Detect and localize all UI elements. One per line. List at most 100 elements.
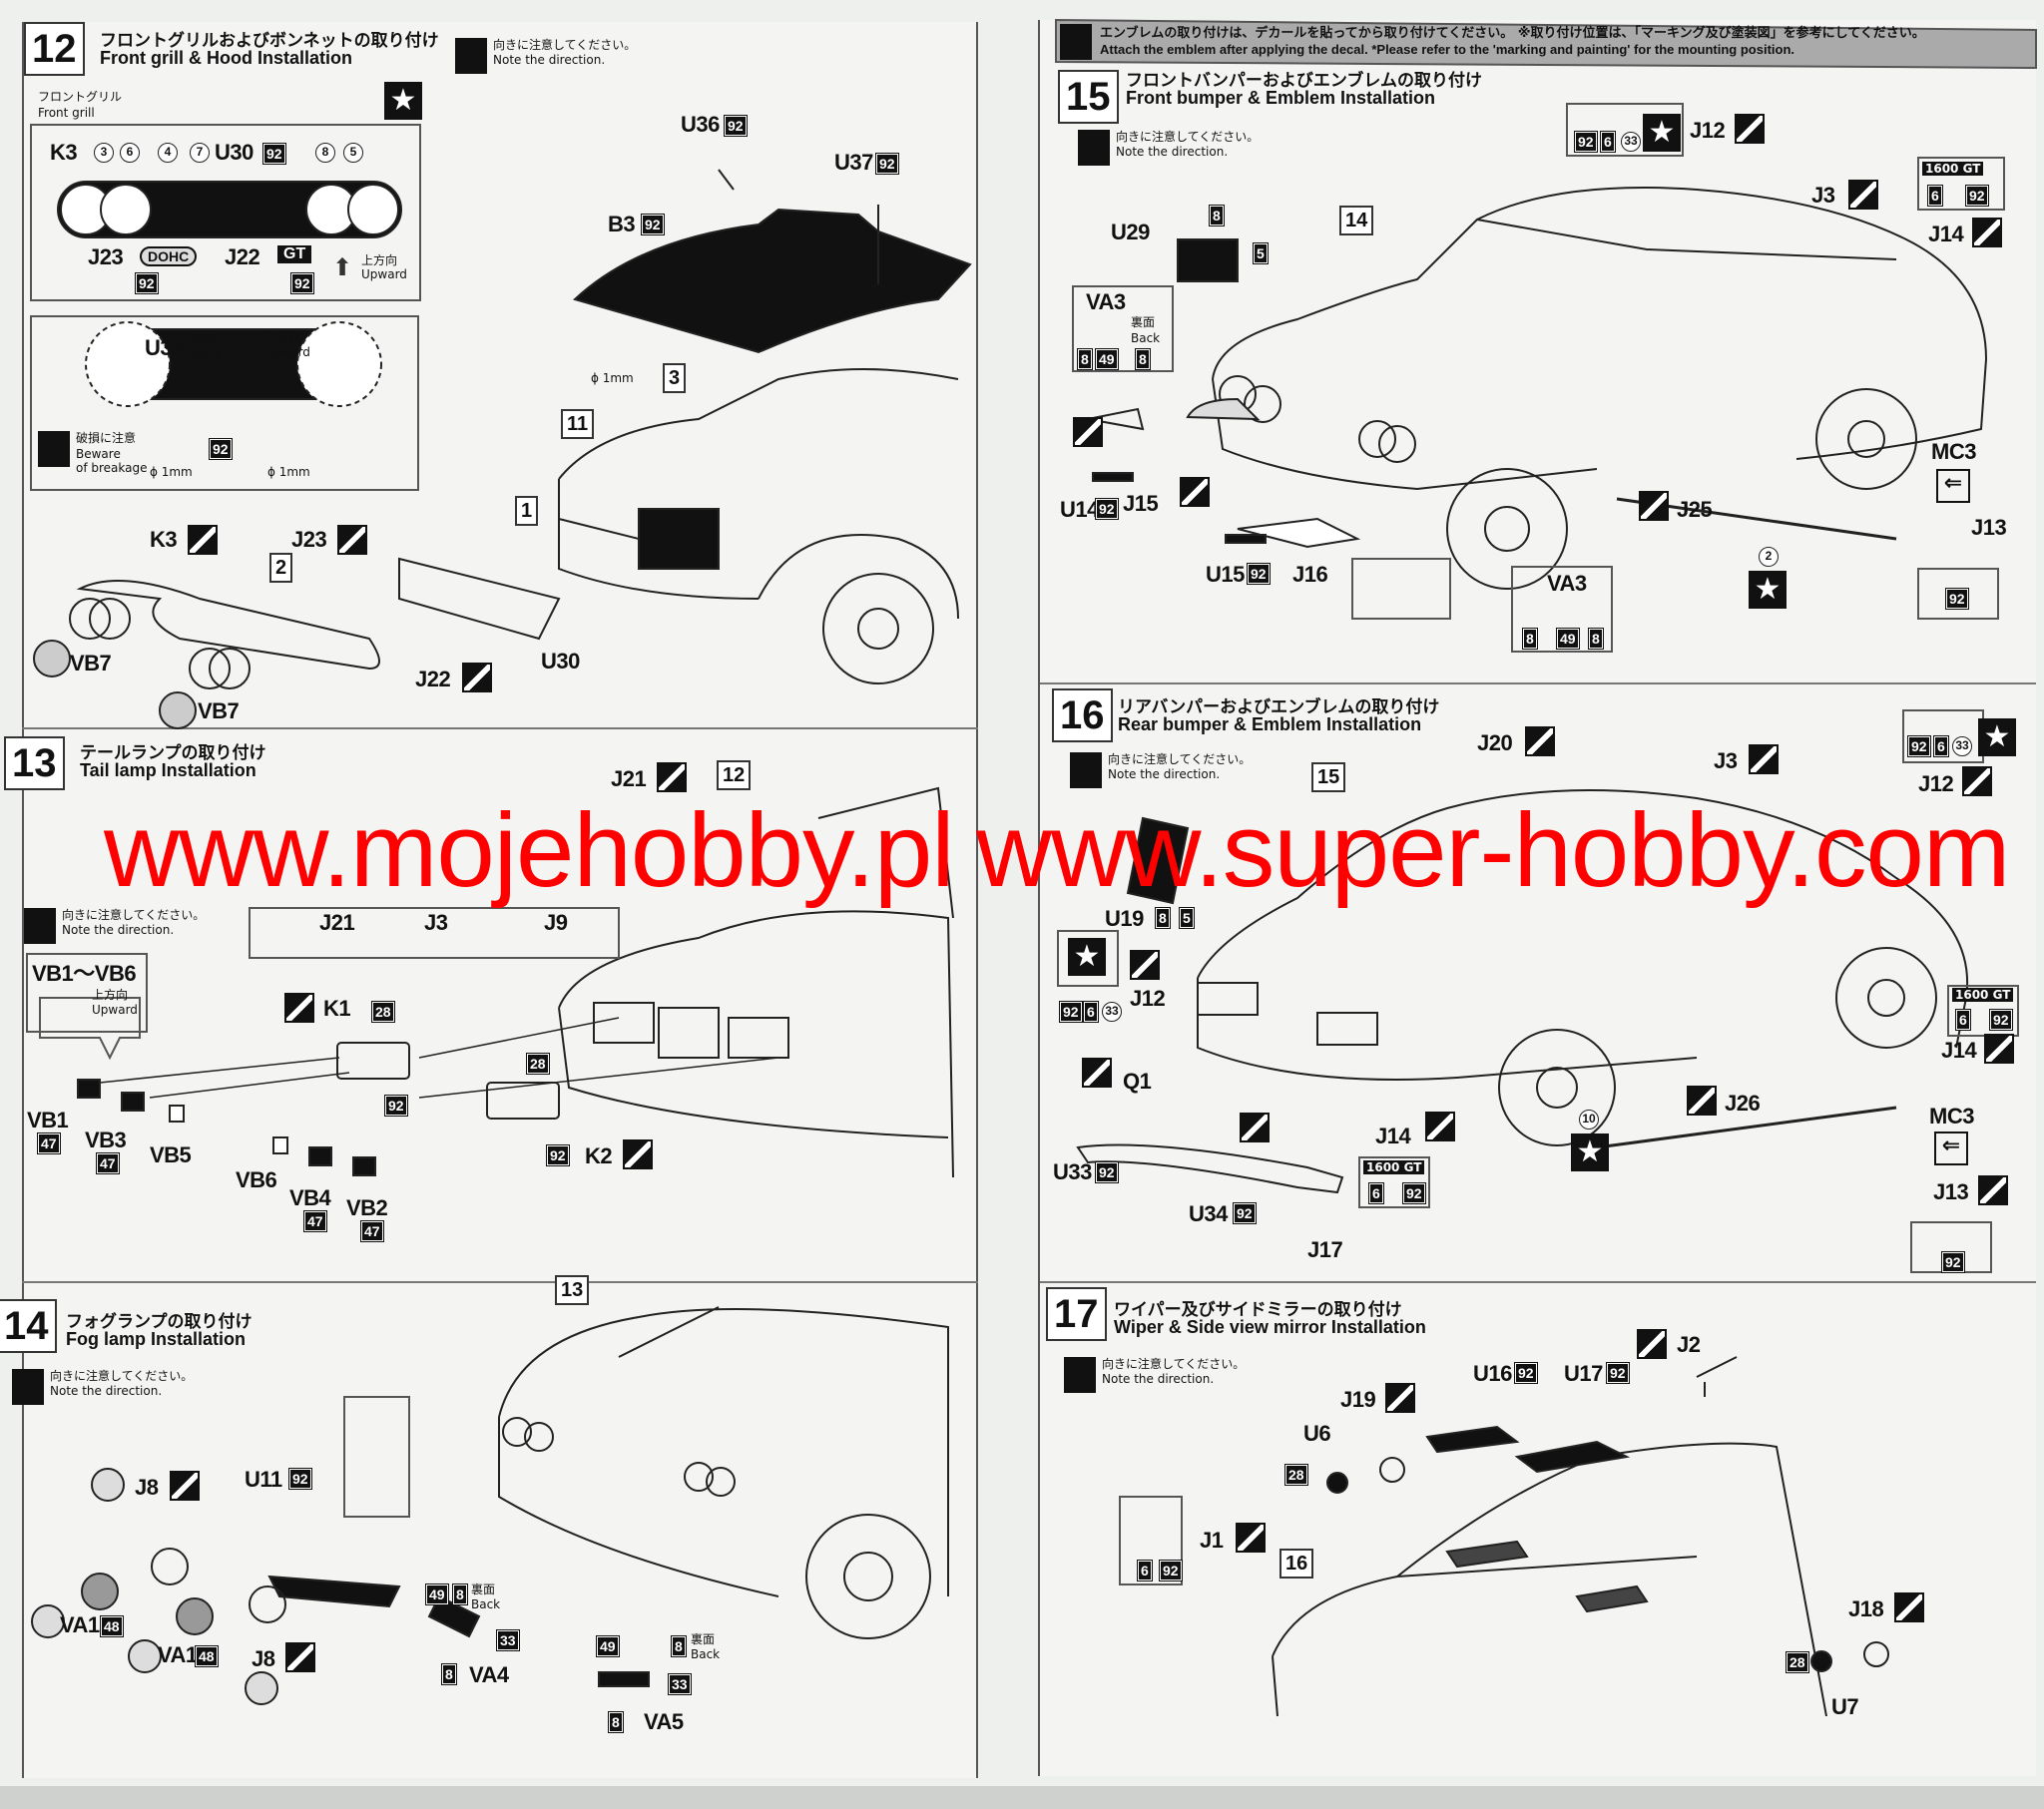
part-label: VA1 bbox=[158, 1642, 198, 1667]
part-label: U6 bbox=[1303, 1421, 1331, 1446]
paint-number: 92 bbox=[1159, 1560, 1183, 1582]
part-label: J3 bbox=[424, 910, 448, 935]
part-label: J22 bbox=[415, 667, 451, 691]
part-label: VB5 bbox=[150, 1142, 192, 1167]
beware-en: Beware bbox=[76, 447, 121, 461]
paint-number: 8 bbox=[452, 1583, 468, 1605]
part-label: U19 bbox=[1105, 906, 1144, 931]
upward-en: Upward bbox=[92, 1003, 138, 1017]
grill-caption-ja: フロントグリル bbox=[38, 90, 123, 104]
note-en: Note the direction. bbox=[1102, 1372, 1215, 1386]
part-label: U11 bbox=[245, 1467, 282, 1492]
drill-size: ϕ 1mm bbox=[591, 371, 634, 385]
part-label: J2 bbox=[1677, 1332, 1701, 1357]
note-en: Note the direction. bbox=[50, 1384, 163, 1398]
paint-number: 49 bbox=[425, 1583, 449, 1605]
cement-icon bbox=[1240, 1113, 1270, 1142]
paint-number: 92 bbox=[1402, 1182, 1426, 1204]
upward-ja: 上方向 bbox=[92, 988, 129, 1002]
part-label: J15 bbox=[1123, 491, 1159, 516]
paint-number: 92 bbox=[135, 272, 159, 294]
part-label: J14 bbox=[1941, 1038, 1977, 1063]
vb-orientation-box bbox=[26, 953, 148, 1033]
decal-number: 33 bbox=[1102, 1002, 1122, 1022]
part-label: U34 bbox=[1189, 1201, 1228, 1226]
star-icon: ★ bbox=[384, 82, 422, 120]
note-en: Note the direction. bbox=[62, 923, 175, 937]
paint-number: 92 bbox=[1941, 1251, 1965, 1273]
paint-number: 28 bbox=[1284, 1464, 1308, 1486]
cement-icon bbox=[1639, 491, 1669, 521]
dohc-emblem: DOHC bbox=[140, 246, 198, 266]
back-en: Back bbox=[193, 349, 223, 363]
paint-number: 8 bbox=[608, 1711, 624, 1733]
paint-number: 28 bbox=[371, 1001, 395, 1023]
part-label: VB6 bbox=[236, 1167, 277, 1192]
step-14-number: 14 bbox=[0, 1299, 57, 1353]
caution-icon bbox=[1060, 24, 1092, 60]
step-15-title-ja: フロントバンパーおよびエンブレムの取り付け bbox=[1126, 71, 1482, 91]
paint-number: 8 bbox=[1209, 205, 1225, 226]
part-label: U37 bbox=[834, 150, 873, 175]
caution-icon bbox=[24, 908, 56, 944]
part-label: B3 bbox=[608, 212, 636, 236]
watermark-superhobby: www.super-hobby.com bbox=[976, 792, 2010, 909]
paint-number: 49 bbox=[596, 1635, 620, 1657]
step-14-title-ja: フォグランプの取り付け bbox=[66, 1312, 253, 1332]
paint-number: 92 bbox=[1059, 1001, 1083, 1023]
decal-number: 7 bbox=[190, 143, 210, 163]
emblem-1600gt: 1600 GT bbox=[1952, 988, 2014, 1002]
cement-icon bbox=[170, 1471, 200, 1501]
part-label: U14 bbox=[1060, 497, 1099, 522]
part-label: J20 bbox=[1477, 730, 1513, 755]
star-icon: ★ bbox=[1643, 114, 1681, 152]
decal-number: 6 bbox=[120, 143, 140, 163]
step-ref: 12 bbox=[717, 760, 752, 790]
note-ja: 向きに注意してください。 bbox=[1102, 1357, 1246, 1371]
paint-number: 92 bbox=[288, 1468, 312, 1490]
beware-ja: 破損に注意 bbox=[76, 431, 137, 445]
step-13-title-ja: テールランプの取り付け bbox=[80, 743, 266, 763]
paint-number: 8 bbox=[1155, 907, 1171, 929]
part-label: J9 bbox=[544, 910, 568, 935]
step-14-title-en: Fog lamp Installation bbox=[66, 1329, 247, 1349]
part-label: J21 bbox=[319, 910, 355, 935]
part-label: J14 bbox=[1928, 222, 1964, 246]
cement-icon bbox=[1236, 1523, 1266, 1553]
part-label: U30 bbox=[145, 335, 184, 360]
cement-icon bbox=[1962, 766, 1992, 796]
paint-number: 6 bbox=[1933, 735, 1949, 757]
paint-number: 92 bbox=[1095, 1161, 1119, 1183]
step-15-title-en: Front bumper & Emblem Installation bbox=[1126, 88, 1436, 108]
part-label: U16 bbox=[1473, 1361, 1512, 1386]
paint-number: 92 bbox=[1514, 1362, 1538, 1384]
paint-number: 92 bbox=[1574, 131, 1598, 153]
back-ja: 裏面 bbox=[193, 333, 218, 347]
note-ja: 向きに注意してください。 bbox=[493, 38, 637, 52]
part-label: J21 bbox=[611, 766, 647, 791]
back-ja: 裏面 bbox=[691, 1632, 716, 1646]
star-icon: ★ bbox=[1749, 571, 1787, 609]
part-label: Q1 bbox=[1123, 1069, 1152, 1094]
upward-en: Upward bbox=[361, 267, 407, 281]
decal-number: 5 bbox=[343, 143, 363, 163]
back-en: Back bbox=[691, 1647, 721, 1661]
part-label: J25 bbox=[1677, 497, 1713, 522]
cement-icon bbox=[1749, 744, 1779, 774]
paint-number: 8 bbox=[1077, 348, 1093, 370]
part-label: J1 bbox=[1200, 1528, 1224, 1553]
paint-number: 6 bbox=[1137, 1560, 1153, 1582]
paint-number: 92 bbox=[641, 214, 665, 235]
paint-number: 92 bbox=[1233, 1202, 1257, 1224]
part-label: J26 bbox=[1725, 1091, 1761, 1116]
step-15-number: 15 bbox=[1058, 70, 1119, 124]
cement-icon bbox=[1180, 477, 1210, 507]
paint-number: 49 bbox=[1556, 628, 1580, 650]
caution-icon bbox=[1064, 1357, 1096, 1393]
emblem-1600gt: 1600 GT bbox=[1363, 1160, 1425, 1174]
back-ja: 裏面 bbox=[471, 1583, 496, 1596]
part-label: MC3 bbox=[1929, 1104, 1974, 1129]
part-label: VA3 bbox=[1547, 571, 1587, 596]
step-16-note: 向きに注意してください。Note the direction. bbox=[1070, 752, 1251, 788]
decal-number: 4 bbox=[158, 143, 178, 163]
